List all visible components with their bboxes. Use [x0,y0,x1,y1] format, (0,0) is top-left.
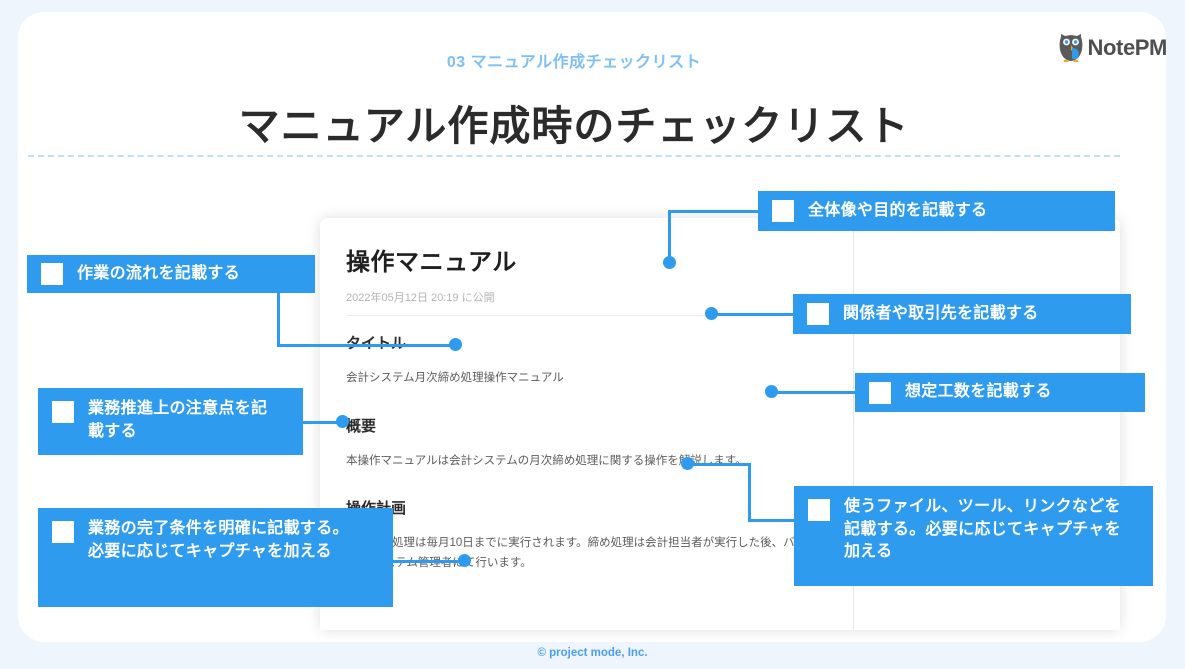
empty-checkbox-icon[interactable] [772,200,794,222]
document-rule [346,315,827,316]
connector-resources-h2 [688,463,750,466]
connector-caution-h [300,421,342,424]
connector-dot-effort [765,385,778,398]
connector-completion-h [392,560,464,563]
empty-checkbox-icon[interactable] [807,303,829,325]
title-divider [28,155,1120,157]
document-date: 2022年05月12日 20:19 に公開 [346,292,495,304]
connector-dot-resources [681,457,694,470]
document-vertical-divider [853,218,854,630]
callout-overview-label: 全体像や目的を記載する [808,201,988,219]
callout-resources[interactable]: 使うファイル、ツール、リンクなどを記載する。必要に応じてキャプチャを加える [794,486,1153,586]
empty-checkbox-icon[interactable] [52,401,74,423]
connector-stakeholder-h [712,313,794,316]
connector-overview-v [668,210,671,262]
connector-flow-h [277,344,455,347]
document-title: 操作マニュアル [346,249,517,276]
connector-dot-flow [449,338,462,351]
owl-icon [1058,33,1084,63]
logo-text: NotePM [1087,35,1168,60]
section-body-overview: 本操作マニュアルは会計システムの月次締め処理に関する操作を解説します。 [346,454,747,467]
callout-caution[interactable]: 業務推進上の注意点を記載する [38,388,303,455]
connector-resources-h1 [748,519,796,522]
callout-stakeholder[interactable]: 関係者や取引先を記載する [793,294,1131,334]
connector-effort-h [772,391,856,394]
callout-flow[interactable]: 作業の流れを記載する [27,255,315,293]
section-body-title: 会計システム月次締め処理操作マニュアル [346,372,564,384]
footer-copyright: © project mode, Inc. [537,647,648,659]
callout-completion[interactable]: 業務の完了条件を明確に記載する。必要に応じてキャプチャを加える [38,508,393,607]
callout-stakeholder-label: 関係者や取引先を記載する [843,304,1039,322]
connector-resources-v [748,463,751,521]
connector-flow-v [277,283,280,346]
callout-effort[interactable]: 想定工数を記載する [855,373,1145,412]
empty-checkbox-icon[interactable] [52,521,74,543]
section-heading-title: タイトル [346,332,827,353]
callout-overview[interactable]: 全体像や目的を記載する [758,191,1115,231]
document-body: 操作マニュアル 2022年05月12日 20:19 に公開 タイトル 会計システ… [320,218,864,630]
section-heading-overview: 概要 [346,417,377,435]
empty-checkbox-icon[interactable] [808,499,830,521]
connector-dot-completion [458,554,471,567]
slide-eyebrow: 03 マニュアル作成チェックリスト [446,54,702,71]
connector-dot-stakeholder [705,307,718,320]
empty-checkbox-icon[interactable] [869,381,891,404]
callout-flow-label: 作業の流れを記載する [77,264,241,282]
section-heading-plan: 操作計画 [346,497,827,518]
connector-dot-caution [336,415,349,428]
callout-completion-label: 業務の完了条件を明確に記載する。必要に応じてキャプチャを加える [88,520,349,560]
connector-overview-h [668,210,760,213]
callout-resources-label: 使うファイル、ツール、リンクなどを記載する。必要に応じてキャプチャを加える [844,498,1121,561]
empty-checkbox-icon[interactable] [41,263,63,285]
section-body-plan: 月次締め処理は毎月10日までに実行されます。締め処理は会計担当者が実行した後、バ… [346,537,864,569]
callout-caution-label: 業務推進上の注意点を記載する [88,400,268,440]
page-title: マニュアル作成時のチェックリスト [238,103,910,149]
connector-dot-overview [663,256,676,269]
notepm-logo: NotePM [1058,33,1168,63]
callout-effort-label: 想定工数を記載する [905,383,1052,401]
